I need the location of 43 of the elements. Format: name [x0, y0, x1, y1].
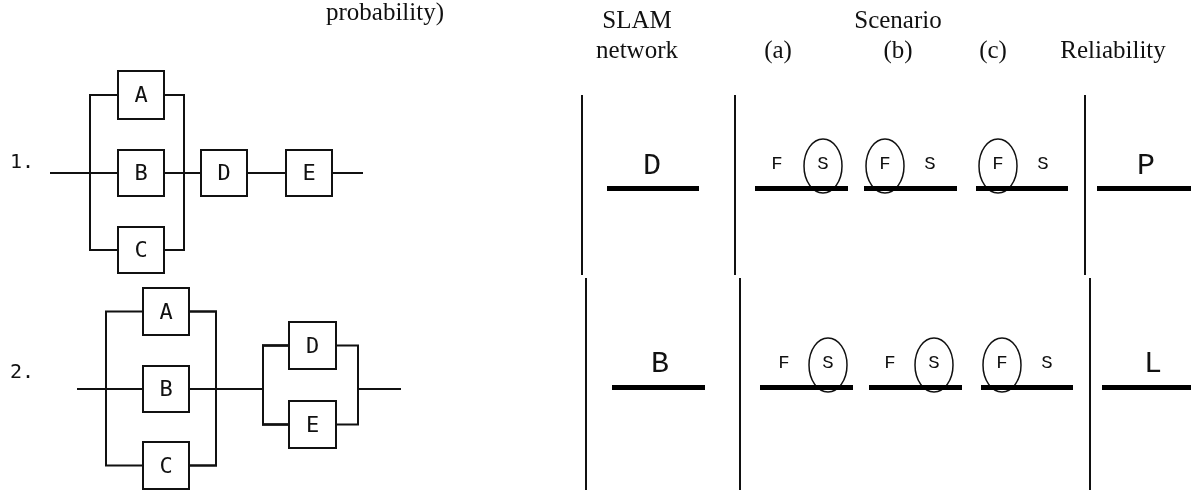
header-text: Reliability — [1060, 36, 1166, 64]
outcome-letter: F — [884, 353, 896, 374]
answer-letter: D — [643, 150, 661, 183]
component-block: C — [117, 226, 165, 274]
answer-letter: B — [651, 348, 669, 381]
outcome-letter: S — [928, 353, 940, 374]
component-block: D — [200, 149, 248, 197]
connector-line — [49, 172, 118, 251]
component-block: B — [117, 149, 165, 197]
connector-line — [164, 172, 201, 251]
outcome-letter: S — [1037, 154, 1049, 175]
component-block: D — [288, 321, 337, 370]
header-text: (c) — [979, 36, 1007, 64]
connector-line — [332, 172, 364, 174]
answer-letter: L — [1144, 348, 1162, 381]
header-text: network — [596, 36, 678, 64]
header-text: (b) — [883, 36, 913, 64]
connector-line — [247, 172, 286, 174]
component-block: E — [285, 149, 333, 197]
network-number: 2. — [9, 360, 35, 382]
answer-letter: P — [1137, 150, 1155, 183]
outcome-letter: F — [996, 353, 1008, 374]
connector-line — [336, 388, 402, 426]
header-text: Scenario — [854, 6, 942, 34]
outcome-letter: S — [817, 154, 829, 175]
component-block: A — [142, 287, 190, 336]
connector-line — [189, 388, 289, 467]
outcome-letter: F — [771, 154, 783, 175]
outcome-letter: F — [992, 154, 1004, 175]
outcome-letter: S — [1041, 353, 1053, 374]
header-text: (a) — [764, 36, 792, 64]
header-text: SLAM — [602, 6, 672, 34]
component-block: E — [288, 400, 337, 449]
network-number: 1. — [9, 150, 35, 172]
outcome-letter: S — [924, 154, 936, 175]
outcome-letter: F — [778, 353, 790, 374]
connector-line — [76, 388, 143, 467]
component-block: B — [142, 365, 190, 413]
outcome-letter: S — [822, 353, 834, 374]
outcome-letter: F — [879, 154, 891, 175]
component-block: A — [117, 70, 165, 120]
component-block: C — [142, 441, 190, 490]
header-text: probability) — [326, 0, 444, 26]
